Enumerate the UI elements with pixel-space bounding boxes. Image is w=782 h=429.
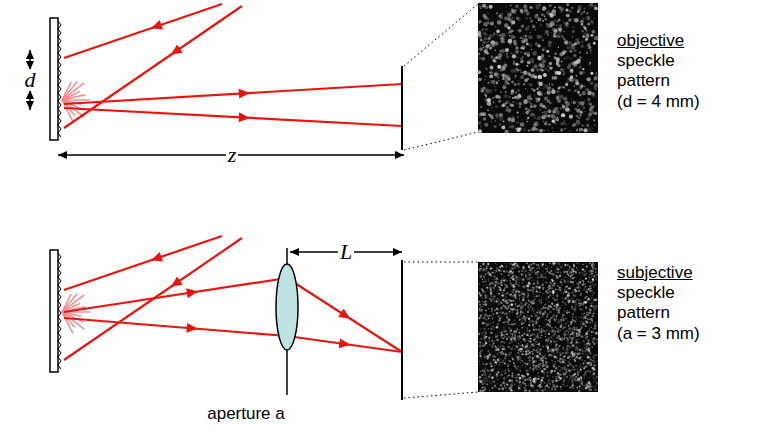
speckle-grains	[478, 262, 598, 392]
ray-arrowhead	[239, 89, 250, 99]
caption-text: pattern	[617, 72, 670, 89]
speckle-image	[478, 262, 598, 392]
ray-arrowhead	[186, 288, 198, 298]
surface-roughness	[58, 21, 61, 137]
dimension-z-head	[395, 151, 404, 159]
leader-dotted	[404, 392, 478, 398]
rough-surface	[50, 18, 58, 140]
caption-text: speckle	[617, 284, 675, 301]
dimension-label: z	[226, 144, 239, 166]
dimension-label: d	[23, 69, 38, 91]
lens-marker	[286, 248, 288, 264]
rough-surface	[50, 250, 58, 372]
light-ray	[64, 108, 402, 126]
light-ray	[64, 84, 402, 104]
ray-arrowhead	[171, 44, 183, 54]
screen	[401, 260, 403, 400]
ray-arrowhead	[171, 276, 183, 286]
ray-arrowhead	[151, 252, 163, 261]
light-ray	[64, 318, 287, 336]
dimension-L-head	[393, 248, 402, 256]
ray-arrowhead	[339, 338, 351, 348]
leader-dotted	[404, 4, 478, 66]
screen	[401, 66, 403, 150]
light-ray	[64, 236, 222, 290]
dimension-z-head	[58, 151, 67, 159]
lens-marker	[286, 350, 288, 395]
leader-dotted	[404, 262, 478, 263]
scattered-light	[62, 312, 84, 329]
dimension-label: L	[338, 241, 354, 263]
ray-arrowhead	[239, 112, 250, 122]
light-ray	[287, 278, 402, 352]
caption-text: pattern	[617, 304, 670, 321]
lens	[276, 264, 298, 350]
ray-arrowhead	[186, 323, 197, 333]
leader-dotted	[404, 132, 478, 150]
light-ray	[64, 278, 287, 312]
speckle-grains	[477, 2, 599, 133]
caption-heading: objective	[617, 32, 684, 49]
caption-text: (d = 4 mm)	[617, 93, 700, 110]
scattered-light	[62, 95, 85, 100]
caption-text: speckle	[617, 52, 675, 69]
caption-heading: subjective	[617, 264, 693, 281]
light-ray	[287, 336, 402, 352]
speckle-image	[478, 3, 598, 133]
dimension-d-down-head	[26, 90, 34, 99]
caption-text: (a = 3 mm)	[617, 325, 700, 342]
dimension-d-up-head	[26, 50, 34, 59]
surface-roughness	[58, 253, 61, 369]
scattered-light	[62, 312, 73, 333]
ray-arrowhead	[151, 20, 163, 29]
aperture-label: aperture a	[207, 405, 285, 422]
ray-arrowhead	[338, 309, 350, 319]
light-ray	[64, 4, 222, 58]
dimension-d-down-head	[26, 101, 34, 110]
dimension-L-head	[290, 248, 299, 256]
